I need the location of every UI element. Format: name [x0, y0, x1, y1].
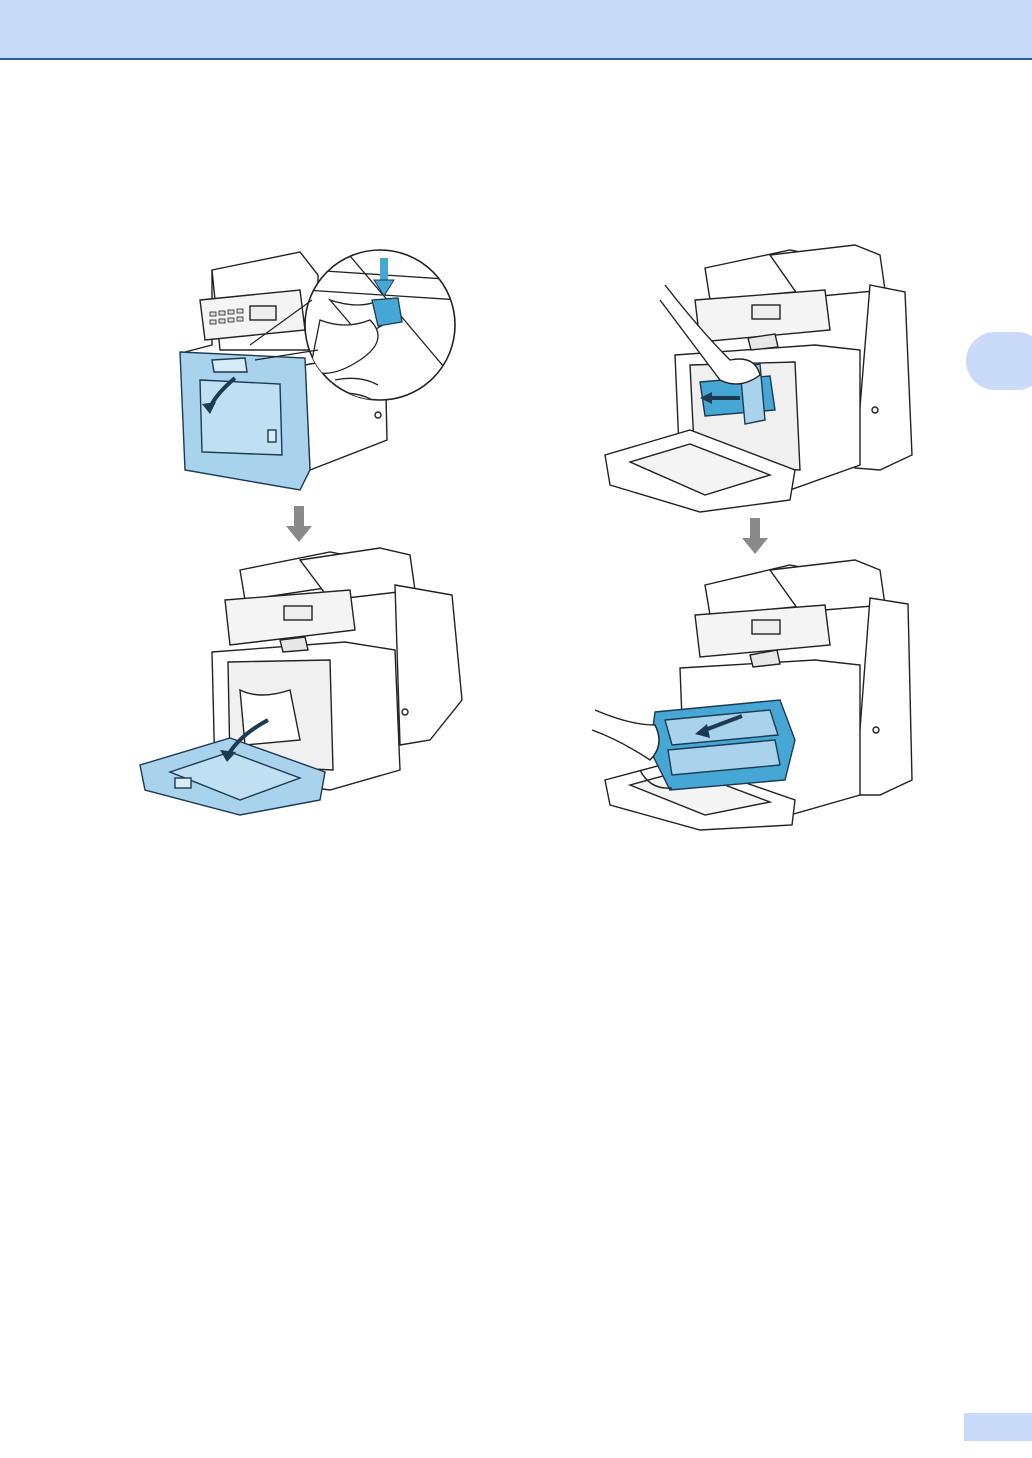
- step-arrow-right: [742, 518, 768, 554]
- printer-step4-illustration: [592, 560, 912, 830]
- step-arrow-left: [286, 506, 312, 542]
- cover-release-button-highlight: [372, 298, 402, 326]
- printer-step3-illustration: [605, 245, 912, 512]
- printer-step2-illustration: [140, 548, 462, 815]
